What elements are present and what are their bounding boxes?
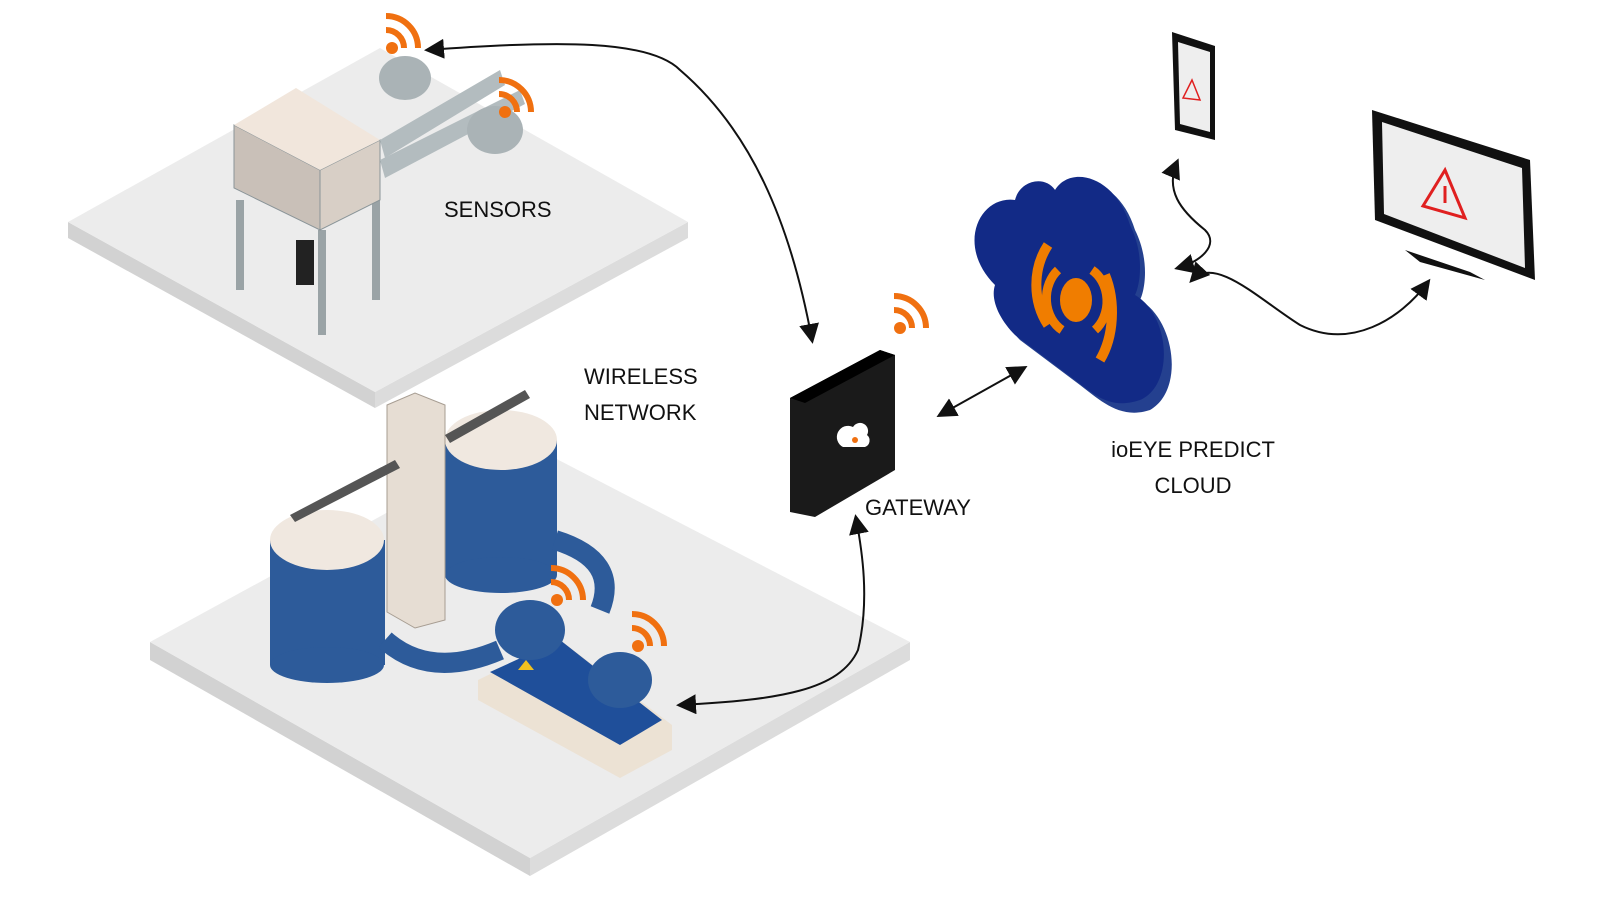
sensors-label: SENSORS [444,197,552,222]
gateway-device [790,350,895,517]
phone-icon [1172,32,1215,140]
warning-icon [1420,166,1468,221]
monitor-icon [1372,110,1535,280]
cloud-label-line2: CLOUD [1154,473,1232,498]
cloud-label-line1: ioEYE PREDICT [1111,437,1275,462]
connection-arrows [424,38,1431,715]
wireless-label-line1: WIRELESS [584,364,698,389]
cloud-broadcast-icon [836,422,870,447]
wireless-label-line2: NETWORK [584,400,697,425]
cloud-icon [974,176,1172,413]
pump-motor [478,600,672,778]
gateway-label: GATEWAY [865,495,971,520]
wifi-signal-icon [386,16,418,54]
silo-tanks [270,390,615,683]
warning-icon [1181,78,1202,101]
wifi-signal-icon [894,296,926,334]
